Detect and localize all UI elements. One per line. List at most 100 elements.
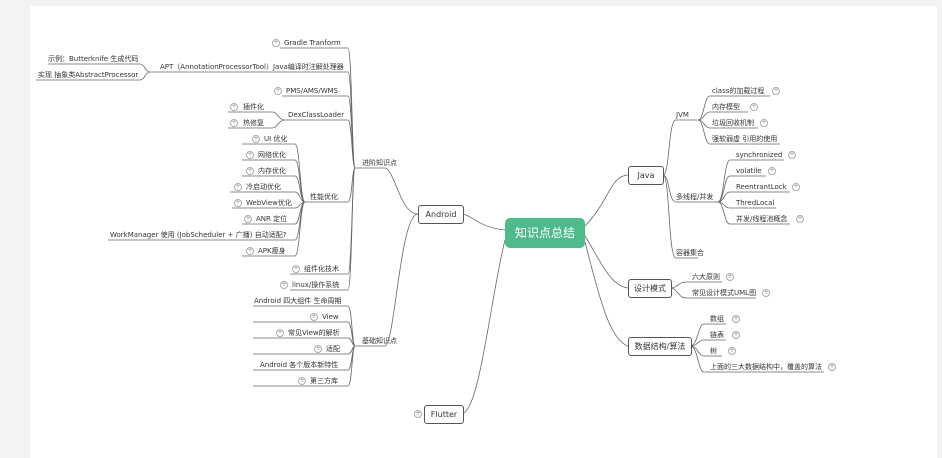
connector-root-ds (584, 241, 629, 347)
perf-ui-expand-icon[interactable]: + (252, 135, 260, 143)
perf-workmanager[interactable]: WorkManager 使用 (JobScheduler + 广播) 自动适配? (110, 231, 287, 239)
basic-item-view[interactable]: View (322, 313, 339, 321)
flutter-expand-icon[interactable]: + (414, 410, 422, 418)
root-node[interactable]: 知识点总结 (505, 218, 585, 248)
android-node[interactable]: Android (418, 205, 464, 224)
perf-ui[interactable]: UI 优化 (264, 135, 288, 143)
connector-root-flutter (461, 239, 506, 415)
ds-list-expand-icon[interactable]: + (732, 331, 740, 339)
connector-dex-subs (228, 111, 286, 129)
jvm-classload-expand-icon[interactable]: + (772, 87, 780, 95)
connector-android-basic (355, 213, 419, 347)
jvm-memory-expand-icon[interactable]: + (750, 103, 758, 111)
ds-tree-expand-icon[interactable]: + (728, 347, 736, 355)
basic-node[interactable]: 基础知识点 (362, 337, 397, 345)
patterns-uml-expand-icon[interactable]: + (762, 289, 770, 297)
jvm-item-gc[interactable]: 垃圾回收机制 (712, 119, 754, 127)
connector-android-advanced (355, 167, 419, 215)
jvm-gc-expand-icon[interactable]: + (760, 119, 768, 127)
concurrency-node[interactable]: 多线程/并发 (676, 193, 714, 201)
apt-example-1[interactable]: 示例：Butterknife 生成代码 (48, 55, 139, 63)
perf-mem-expand-icon[interactable]: + (246, 167, 254, 175)
basic-item-viewparse[interactable]: 常见View的解析 (288, 329, 340, 337)
conc-sync-expand-icon[interactable]: + (788, 151, 796, 159)
connector-advanced-dex (285, 119, 356, 169)
patterns-item-principles[interactable]: 六大原则 (692, 273, 720, 281)
jvm-item-classload[interactable]: class的加载过程 (712, 87, 765, 95)
dex-sub1-expand-icon[interactable]: + (230, 103, 238, 111)
ds-item-array[interactable]: 数组 (710, 315, 724, 323)
basic-viewparse-expand-icon[interactable]: + (276, 329, 284, 337)
perf-anr[interactable]: ANR 定位 (256, 215, 288, 223)
connector-advanced-pms (282, 95, 356, 169)
connector-ds-items (689, 323, 824, 373)
connector-perf-subs (108, 143, 306, 257)
ds-item-tree[interactable]: 树 (710, 347, 717, 355)
dex-sub1[interactable]: 插件化 (243, 103, 264, 111)
modular-expand-icon[interactable]: + (292, 265, 300, 273)
conc-item-pool[interactable]: 并发/线程池概念 (736, 215, 788, 223)
connector-root-patterns (584, 235, 629, 289)
patterns-node[interactable]: 设计模式 (628, 279, 672, 298)
modular-node[interactable]: 组件化技术 (304, 265, 339, 273)
conc-pool-expand-icon[interactable]: + (796, 215, 804, 223)
perf-net[interactable]: 网络优化 (258, 151, 286, 159)
basic-3rd-expand-icon[interactable]: + (298, 377, 306, 385)
conc-item-volatile[interactable]: volatile (736, 167, 762, 175)
connector-patterns-items (669, 281, 756, 299)
conc-item-threadlocal[interactable]: ThredLocal (736, 199, 775, 207)
dex-sub2[interactable]: 热修复 (243, 119, 264, 127)
perf-apk-expand-icon[interactable]: + (246, 247, 254, 255)
perf-node[interactable]: 性能优化 (310, 193, 338, 201)
patterns-principles-expand-icon[interactable]: + (726, 273, 734, 281)
connector-advanced-linux (290, 167, 356, 291)
ds-array-expand-icon[interactable]: + (732, 315, 740, 323)
collections-node[interactable]: 容器集合 (676, 249, 704, 257)
jvm-item-refs[interactable]: 强软弱虚 引用的使用 (712, 135, 778, 143)
basic-view-expand-icon[interactable]: + (310, 313, 318, 321)
perf-mem[interactable]: 内存优化 (258, 167, 286, 175)
advanced-node[interactable]: 进阶知识点 (362, 159, 397, 167)
perf-net-expand-icon[interactable]: + (246, 151, 254, 159)
ds-item-algos[interactable]: 上面的三大数据结构中，覆盖的算法 (710, 363, 822, 371)
basic-item-lifecycle[interactable]: Android 四大组件 生命周期 (254, 297, 342, 305)
perf-start[interactable]: 冷启动优化 (246, 183, 281, 191)
conc-item-lock[interactable]: ReentrantLock (736, 183, 787, 191)
perf-web[interactable]: WebView优化 (246, 199, 292, 207)
jvm-node[interactable]: JVM (676, 111, 689, 119)
apt-example-2[interactable]: 实现 抽象类AbstractProcessor (38, 71, 139, 79)
linux-node[interactable]: linux/操作系统 (292, 281, 340, 289)
basic-item-adapt[interactable]: 适配 (326, 345, 340, 353)
perf-anr-expand-icon[interactable]: + (244, 215, 252, 223)
pms-node[interactable]: PMS/AMS/WMS (286, 87, 339, 95)
connector-apt-examples (36, 63, 151, 81)
conc-item-sync[interactable]: synchronized (736, 151, 783, 159)
ds-node[interactable]: 数据结构/算法 (628, 337, 692, 356)
pms-expand-icon[interactable]: + (274, 87, 282, 95)
connector-java-collections (662, 174, 698, 259)
patterns-item-uml[interactable]: 常见设计模式UML图 (692, 289, 757, 297)
basic-adapt-expand-icon[interactable]: + (314, 345, 322, 353)
gradle-expand-icon[interactable]: + (272, 39, 280, 47)
java-node[interactable]: Java (628, 166, 664, 185)
ds-item-list[interactable]: 链表 (710, 331, 724, 339)
dex-sub2-expand-icon[interactable]: + (230, 119, 238, 127)
apt-node[interactable]: APT（AnnotationProcessorTool）Java编译时注解处理器 (160, 63, 344, 71)
perf-apk[interactable]: APK瘦身 (258, 247, 286, 255)
basic-item-versions[interactable]: Android 各个版本新特性 (260, 361, 339, 369)
connector-jvm-items (697, 95, 780, 145)
gradle-node[interactable]: Gradle Tranform (284, 39, 341, 47)
flutter-node[interactable]: Flutter (424, 405, 464, 424)
connector-concurrency-items (717, 159, 790, 225)
linux-expand-icon[interactable]: + (280, 281, 288, 289)
dex-node[interactable]: DexClassLoader (288, 111, 345, 119)
conc-lock-expand-icon[interactable]: + (792, 183, 800, 191)
ds-algos-expand-icon[interactable]: + (828, 363, 836, 371)
perf-web-expand-icon[interactable]: + (234, 199, 242, 207)
connector-root-java (584, 174, 629, 227)
basic-item-3rd[interactable]: 第三方库 (310, 377, 338, 385)
conc-volatile-expand-icon[interactable]: + (768, 167, 776, 175)
jvm-item-memory[interactable]: 内存模型 (712, 103, 740, 111)
perf-start-expand-icon[interactable]: + (234, 183, 242, 191)
